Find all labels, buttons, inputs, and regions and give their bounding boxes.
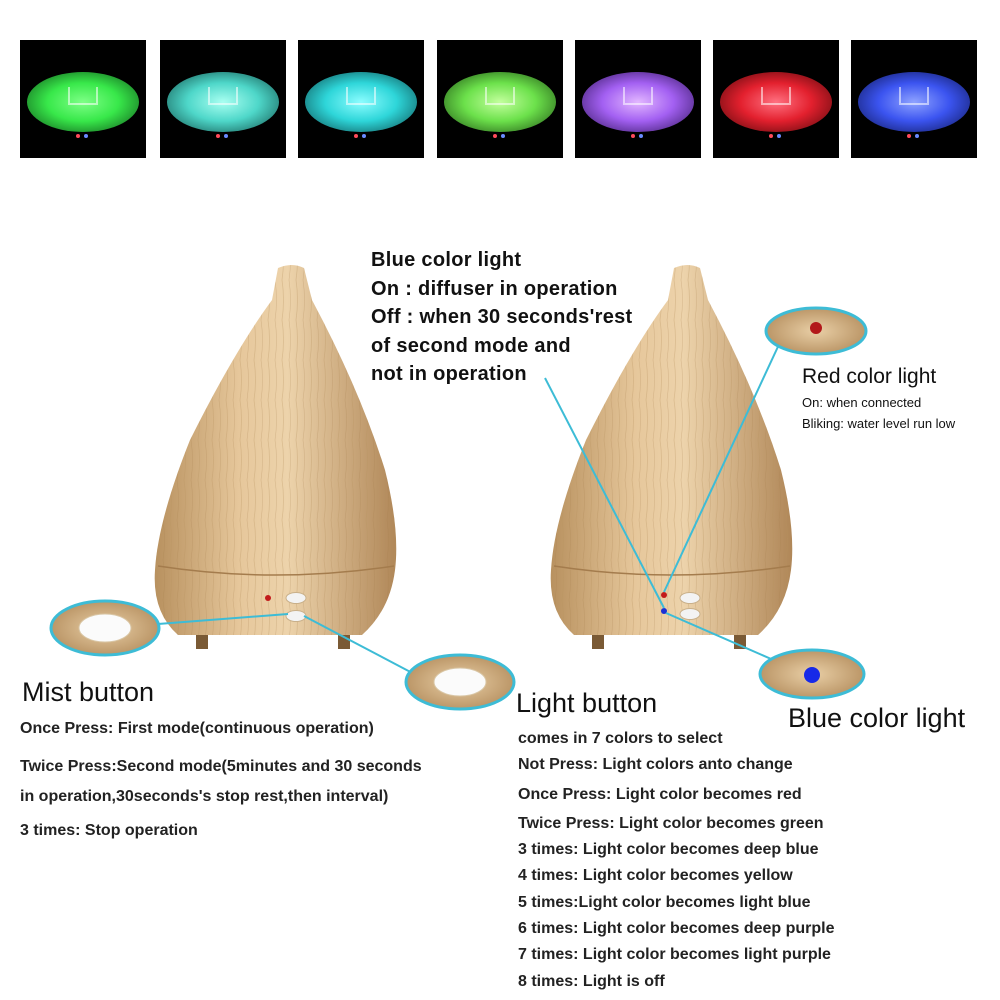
blue-light-info: Blue color light On : diffuser in operat…	[371, 246, 633, 389]
light-line: 3 times: Light color becomes deep blue	[518, 841, 819, 859]
light-line: 4 times: Light color becomes yellow	[518, 867, 793, 885]
mist-title: Mist button	[22, 677, 155, 707]
light-line: 6 times: Light color becomes deep purple	[518, 920, 835, 938]
blue-light-label: Blue color light	[788, 703, 966, 733]
swatch-purple	[575, 40, 701, 158]
lid-icon	[485, 87, 515, 105]
blue-light-zoom	[758, 648, 866, 700]
lid-icon	[761, 87, 791, 105]
light-line: comes in 7 colors to select	[518, 730, 723, 747]
glow	[305, 72, 417, 132]
mist-three: 3 times: Stop operation	[20, 822, 198, 839]
swatch-green	[20, 40, 146, 158]
swatch-blue	[851, 40, 977, 158]
mist-section: Mist button	[22, 676, 154, 708]
lid-icon	[899, 87, 929, 105]
mist-twice-1: Twice Press:Second mode(5minutes and 30 …	[20, 758, 422, 775]
lid-icon	[346, 87, 376, 105]
swatch-teal	[160, 40, 286, 158]
mist-once: Once Press: First mode(continuous operat…	[20, 720, 374, 737]
diffuser-right	[550, 265, 793, 649]
mist-button-zoom	[49, 599, 161, 657]
light-line: Twice Press: Light color becomes green	[518, 814, 824, 832]
swatch-cyan	[298, 40, 424, 158]
glow	[27, 72, 139, 132]
indicator-dots	[76, 134, 90, 140]
lid-icon	[623, 87, 653, 105]
red-light-title: Red color light	[802, 365, 937, 388]
blue-light-info-line: Off : when 30 seconds'rest	[371, 306, 633, 328]
indicator-dots	[631, 134, 645, 140]
red-light-zoom	[764, 306, 868, 356]
glow	[167, 72, 279, 132]
blue-light-info-line: not in operation	[371, 363, 527, 385]
blue-light-info-line: On : diffuser in operation	[371, 277, 618, 300]
light-details: comes in 7 colors to select Not Press: L…	[518, 726, 835, 995]
light-line: Once Press: Light color becomes red	[518, 785, 802, 803]
diffuser-left	[154, 265, 397, 649]
light-line: 7 times: Light color becomes light purpl…	[518, 946, 831, 964]
glow	[444, 72, 556, 132]
light-button-zoom	[404, 653, 516, 711]
light-line: 8 times: Light is off	[518, 972, 665, 990]
lid-icon	[68, 87, 98, 105]
mist-twice-2: in operation,30seconds's stop rest,then …	[20, 788, 389, 805]
light-line: Not Press: Light colors anto change	[518, 756, 793, 774]
indicator-dots	[907, 134, 921, 140]
swatch-red	[713, 40, 839, 158]
light-title: Light button	[516, 688, 658, 718]
red-light-info: Red color light On: when connected Bliki…	[802, 364, 955, 434]
lid-icon	[208, 87, 238, 105]
indicator-dots	[769, 134, 783, 140]
blue-light-info-line: of second mode and	[371, 334, 571, 357]
glow	[582, 72, 694, 132]
light-line: 5 times:Light color becomes light blue	[518, 893, 811, 911]
glow	[720, 72, 832, 132]
indicator-dots	[354, 134, 368, 140]
glow	[858, 72, 970, 132]
indicator-dots	[493, 134, 507, 140]
mist-details: Once Press: First mode(continuous operat…	[20, 718, 422, 842]
red-light-blink: Bliking: water level run low	[802, 416, 956, 431]
swatch-lime	[437, 40, 563, 158]
red-light-on: On: when connected	[802, 395, 922, 410]
callout-lines	[157, 337, 783, 677]
indicator-dots	[216, 134, 230, 140]
blue-light-info-title: Blue color light	[371, 249, 522, 271]
